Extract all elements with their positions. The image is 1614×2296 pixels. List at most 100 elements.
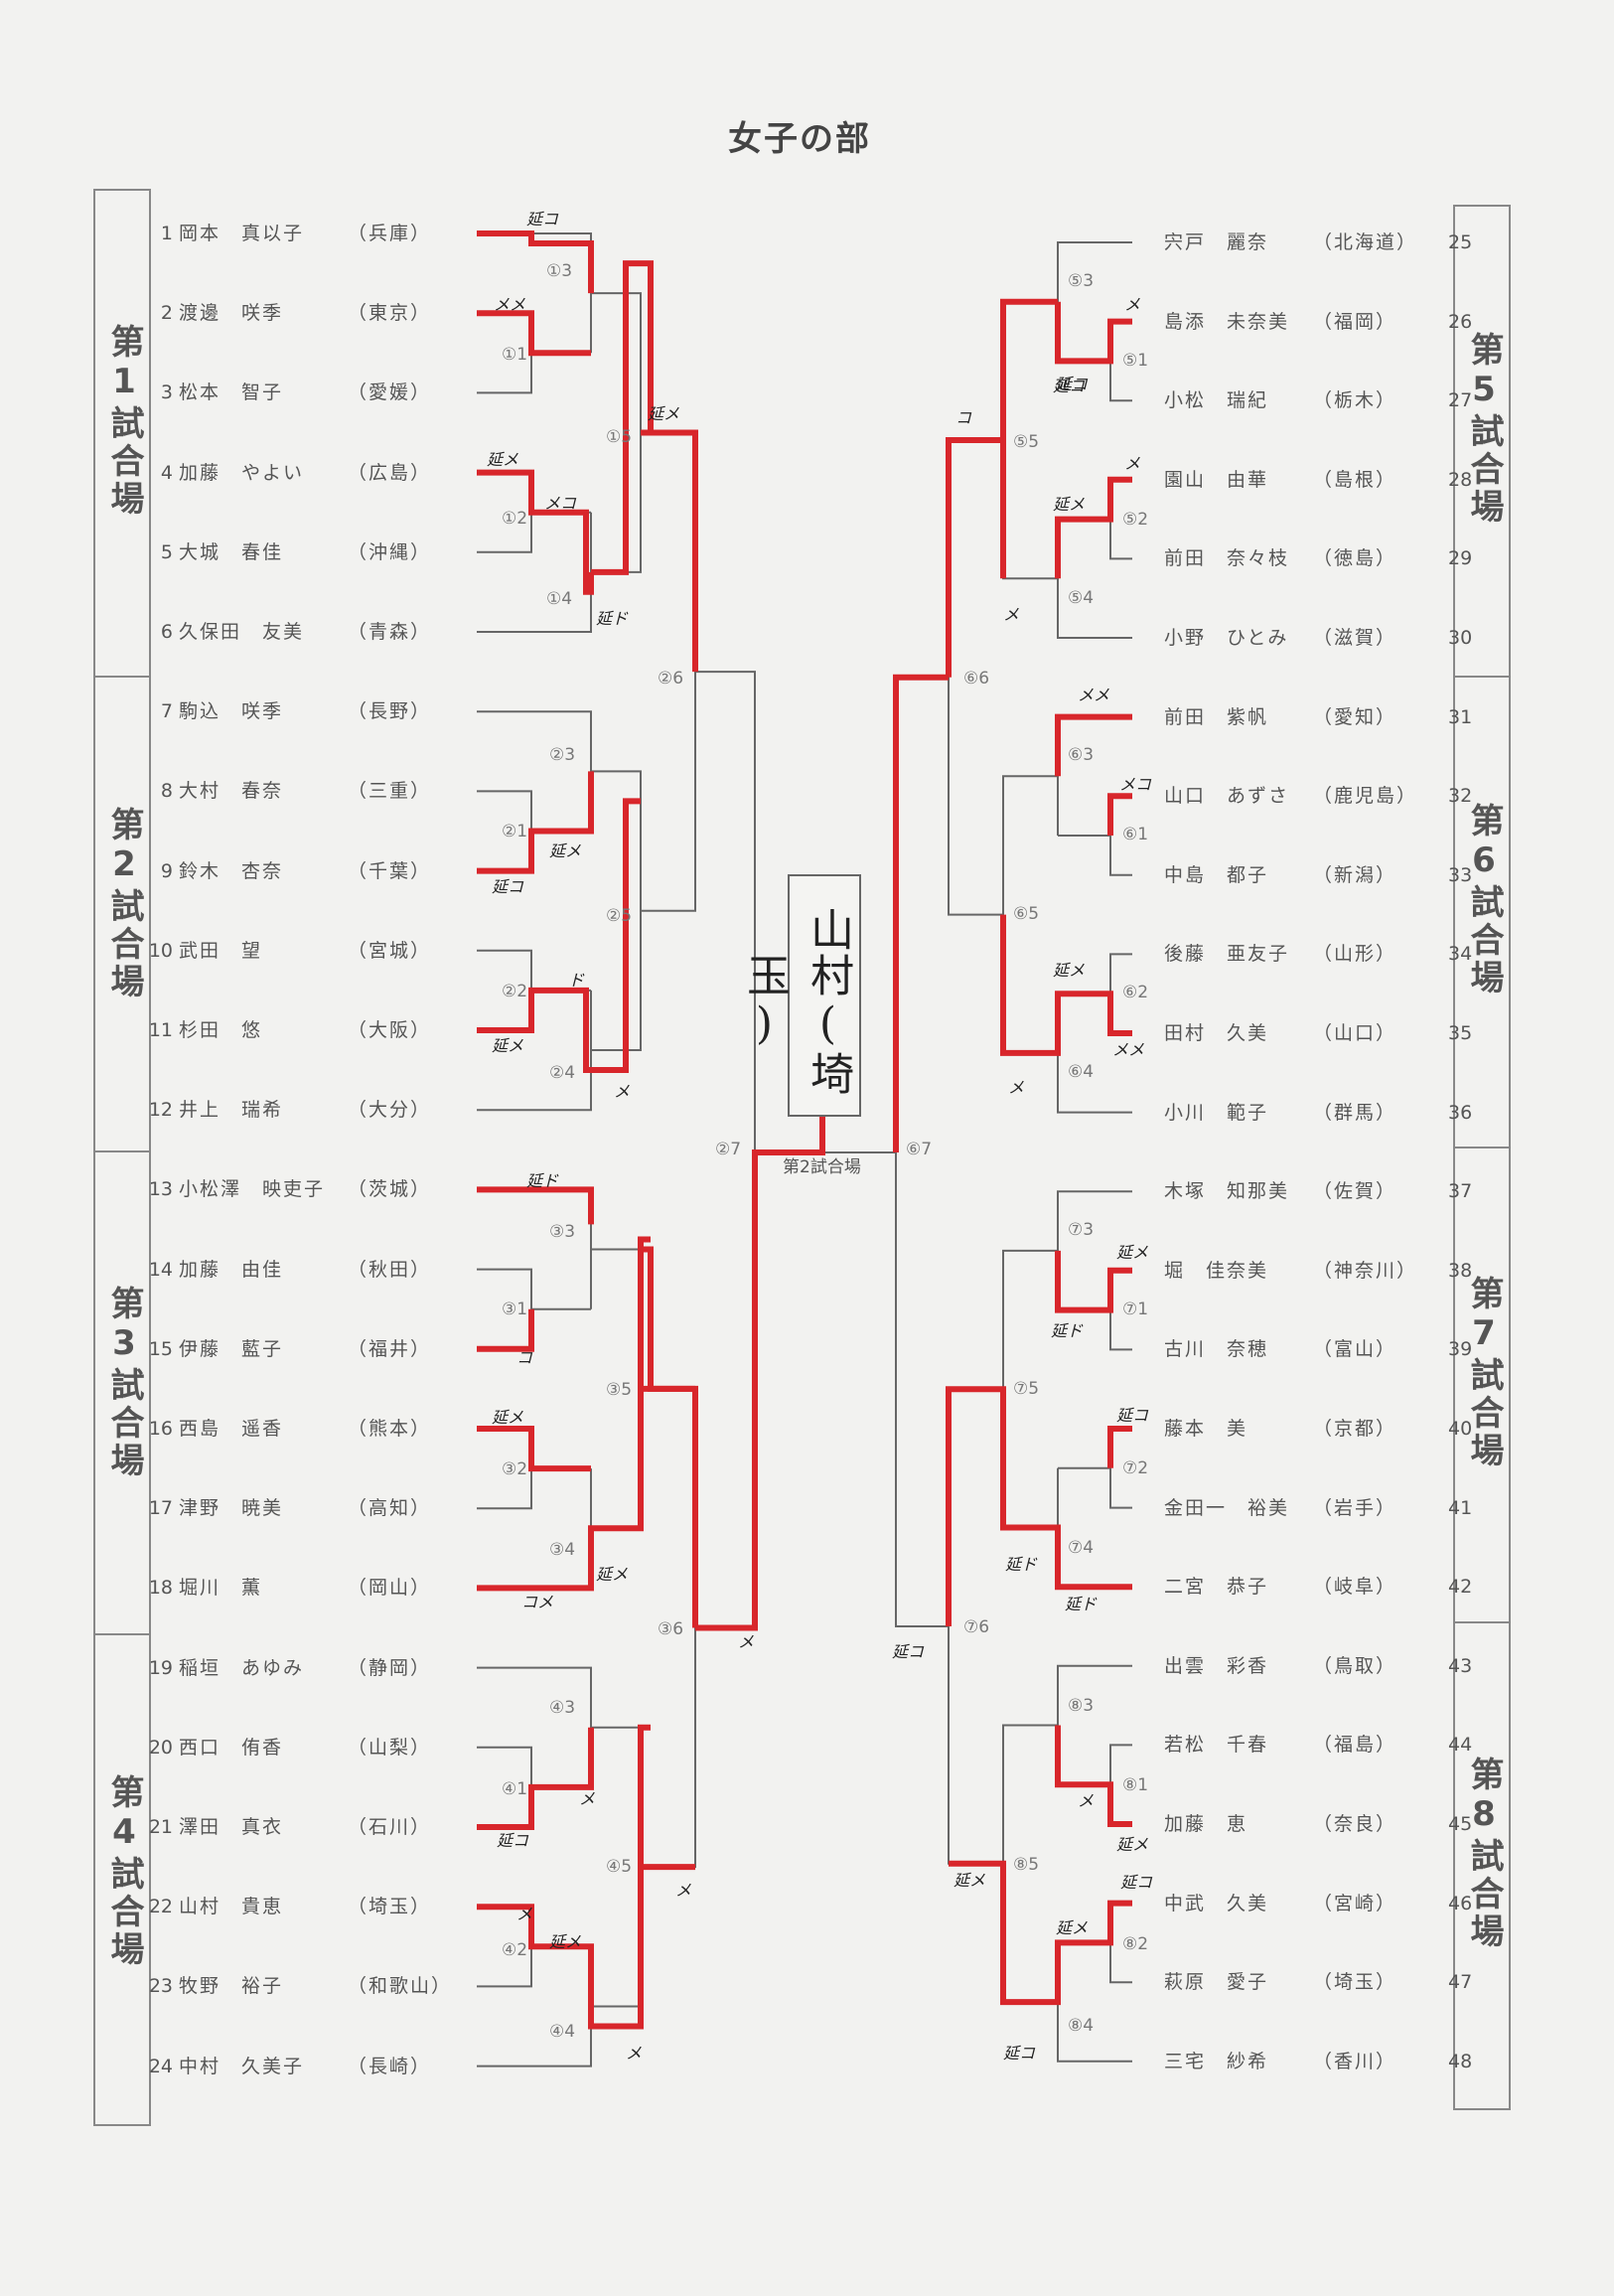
- entrant-number: 34: [1448, 943, 1473, 966]
- match-number: ②6: [658, 669, 683, 689]
- entrant-row: 中武 久美（宮崎）46: [1164, 1889, 1482, 1918]
- entrant-row: 若松 千春（福島）44: [1164, 1730, 1482, 1760]
- venue-cell-6: 第6試合場: [1455, 676, 1509, 1148]
- paren: （: [1313, 627, 1335, 649]
- entrant-name: 加藤 恵: [1164, 1813, 1248, 1835]
- entrant-name: 前田 紫帆: [1164, 705, 1269, 728]
- entrant-name: 古川 奈穂: [1164, 1338, 1269, 1361]
- entrant-number: 8: [160, 780, 173, 803]
- paren: （: [348, 1975, 369, 1998]
- bracket-line: [477, 1468, 592, 1590]
- match-number: ⑦6: [963, 1617, 989, 1637]
- prefecture-wrap: （静岡）: [348, 1653, 487, 1683]
- score-mark: 延コ: [1053, 377, 1086, 395]
- winner-line: [1055, 301, 1132, 365]
- score-mark: 延メ: [1053, 961, 1085, 980]
- entrant-prefecture: 熊本: [368, 1418, 411, 1440]
- entrant-row: 後藤 亜友子（山形）34: [1164, 939, 1482, 969]
- paren: （: [348, 540, 369, 563]
- entrant-name: 松本 智子: [179, 382, 284, 404]
- bracket-line: [477, 512, 592, 633]
- bracket-line: [1057, 1942, 1132, 2063]
- score-labels: 延コメメ延メメコ延メ延ド延メ延コド延メメ延ドコ延メ延メコメメメ延コメ延メメメ延コ…: [487, 210, 1153, 2063]
- bracket-line: [477, 710, 592, 832]
- match-number: ⑥1: [1122, 825, 1148, 844]
- venue-label-2: 第2試合場: [104, 807, 144, 1001]
- entrant-prefecture: 佐賀: [1334, 1180, 1377, 1203]
- venue-label-5: 第5試合場: [1464, 332, 1504, 527]
- paren: （: [348, 1418, 369, 1440]
- paren: （: [1313, 1259, 1335, 1282]
- match-number: ⑤1: [1122, 351, 1148, 371]
- paren: ）: [1376, 1180, 1397, 1203]
- entrant-prefecture: 沖縄: [368, 540, 411, 563]
- bracket-line: [477, 1946, 592, 2067]
- paren: ）: [410, 1337, 432, 1360]
- paren: （: [348, 1497, 369, 1520]
- entrant-prefecture: 栃木: [1334, 389, 1377, 412]
- venue-label-4: 第4試合場: [104, 1774, 144, 1969]
- match-number: ⑤5: [1013, 432, 1039, 452]
- paren: （: [348, 302, 369, 325]
- prefecture-wrap: （茨城）: [348, 1174, 487, 1204]
- entrant-number: 1: [160, 223, 173, 244]
- entrant-prefecture: 高知: [368, 1497, 411, 1520]
- paren: ）: [1376, 627, 1397, 649]
- paren: ）: [410, 1258, 432, 1281]
- score-mark: 延コ: [1003, 2044, 1036, 2063]
- winner-line: [641, 429, 698, 673]
- paren: （: [348, 780, 369, 803]
- entrant-number: 14: [148, 1258, 173, 1281]
- paren: （: [348, 1258, 369, 1281]
- paren: （: [348, 1019, 369, 1041]
- paren: （: [348, 621, 369, 643]
- paren: ）: [1376, 1892, 1397, 1914]
- entrant-prefecture: 宮崎: [1334, 1892, 1377, 1914]
- paren: （: [1313, 1813, 1335, 1835]
- paren: （: [1313, 1734, 1335, 1757]
- entrant-prefecture: 滋賀: [1334, 627, 1377, 649]
- entrant-name: 島添 未奈美: [1164, 310, 1290, 333]
- prefecture-wrap: （北海道）: [1313, 228, 1442, 257]
- paren: （: [1313, 1180, 1335, 1203]
- entrant-name: 鈴木 杏奈: [179, 859, 284, 882]
- entrant-prefecture: 群馬: [1334, 1101, 1377, 1124]
- venue-cell-5: 第5試合場: [1455, 207, 1509, 676]
- entrant-name: 後藤 亜友子: [1164, 943, 1290, 966]
- entrant-prefecture: 千葉: [368, 859, 411, 882]
- entrant-prefecture: 長野: [368, 700, 411, 723]
- winner-line: [1107, 1426, 1132, 1468]
- entrant-prefecture: 宮城: [368, 939, 411, 962]
- entrant-number: 40: [1448, 1418, 1473, 1440]
- entrant-name: 前田 奈々枝: [1164, 547, 1290, 570]
- score-mark: 延メ: [1116, 1835, 1148, 1854]
- entrant-prefecture: 和歌山: [368, 1975, 432, 1998]
- entrant-prefecture: 岐阜: [1334, 1576, 1377, 1599]
- winner-line: [1055, 1725, 1132, 1827]
- prefecture-wrap: （高知）: [348, 1493, 487, 1523]
- entrant-number: 13: [148, 1178, 173, 1201]
- prefecture-wrap: （熊本）: [348, 1414, 487, 1444]
- entrant-prefecture: 長崎: [368, 2055, 411, 2077]
- entrant-row: 萩原 愛子（埼玉）47: [1164, 1967, 1482, 1997]
- score-mark: 延メ: [648, 404, 679, 423]
- paren: ）: [1376, 863, 1397, 886]
- paren: ）: [431, 1975, 453, 1998]
- paren: （: [348, 1656, 369, 1679]
- paren: （: [1313, 943, 1335, 966]
- entrant-prefecture: 青森: [368, 621, 411, 643]
- entrant-name: 加藤 由佳: [179, 1258, 284, 1281]
- entrant-name: 澤田 真衣: [179, 1816, 284, 1838]
- entrant-prefecture: 大分: [368, 1099, 411, 1122]
- score-mark: メ: [516, 1905, 532, 1923]
- winner-line: [946, 437, 1003, 678]
- match-number: ①4: [546, 589, 572, 609]
- match-number: ③1: [502, 1300, 527, 1319]
